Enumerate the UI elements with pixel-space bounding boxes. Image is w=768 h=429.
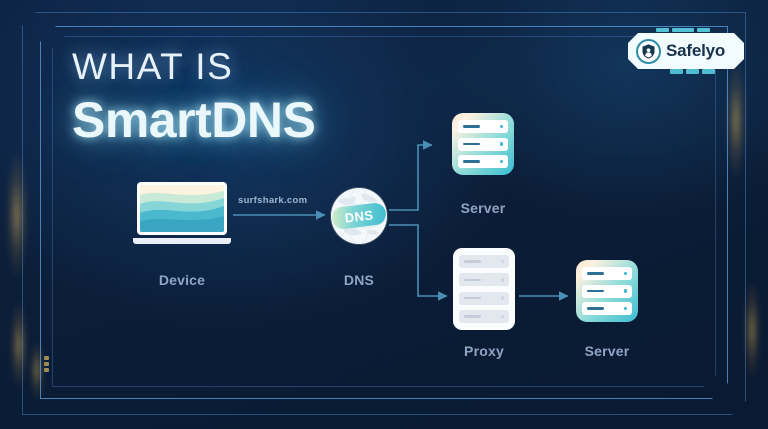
laptop-icon (133, 182, 231, 244)
server-icon-bottom (576, 260, 638, 322)
proxy-stack-icon (453, 248, 515, 330)
server-bay (582, 284, 632, 298)
server-bay (582, 302, 632, 315)
node-label-device: Device (158, 272, 206, 288)
server-bay (582, 267, 632, 280)
logo-top-segments (656, 28, 710, 32)
node-label-dns: DNS (343, 272, 375, 288)
server-icon-top (452, 113, 514, 175)
laptop-screen (140, 185, 224, 232)
proxy-bay (459, 273, 509, 287)
dns-badge-text: DNS (343, 206, 375, 226)
node-label-server-top: Server (460, 200, 506, 216)
laptop-lid (137, 182, 227, 235)
server-bay (458, 155, 508, 168)
proxy-bay (459, 309, 509, 323)
logo-badge: Safelyo (628, 33, 744, 69)
proxy-bay (459, 255, 509, 268)
connection-url-label: surfshark.com (238, 195, 308, 206)
server-bay (458, 137, 508, 151)
globe-icon: DNS (331, 188, 387, 244)
logo-bottom-segments (670, 69, 715, 74)
shield-lock-icon (636, 39, 661, 64)
title-line-smartdns: SmartDNS (72, 92, 316, 148)
page-title: WHAT IS SmartDNS (72, 46, 316, 148)
logo-text: Safelyo (666, 41, 726, 60)
title-line-what-is: WHAT IS (72, 46, 234, 87)
server-bay (458, 120, 508, 133)
laptop-base (133, 238, 231, 244)
node-label-server-bottom: Server (584, 343, 630, 359)
brand-logo[interactable]: Safelyo (628, 28, 744, 74)
node-label-proxy: Proxy (464, 343, 504, 359)
proxy-bay (459, 291, 509, 305)
